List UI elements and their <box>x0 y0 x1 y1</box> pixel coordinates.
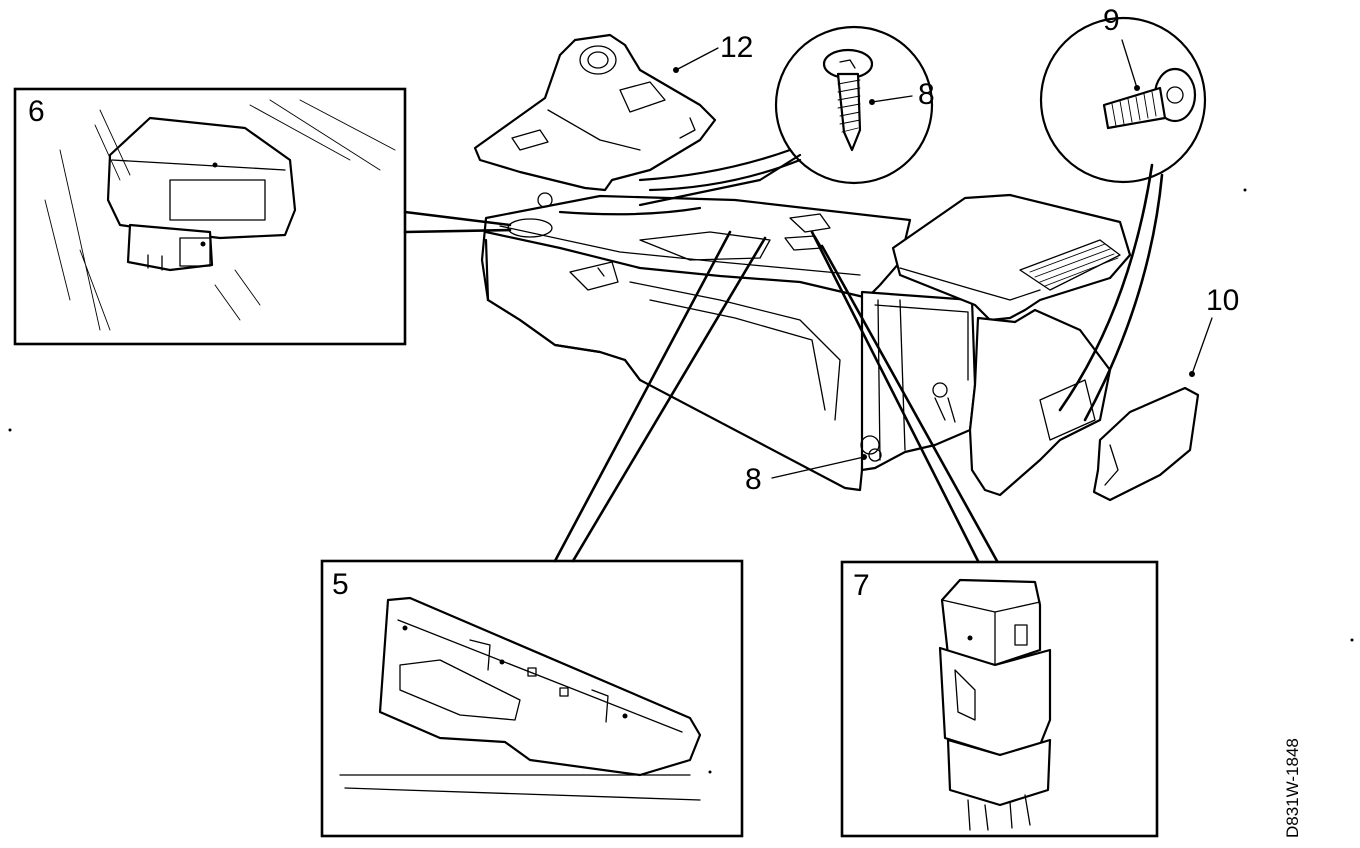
centre-console <box>480 192 977 492</box>
part-10-cover <box>1092 386 1200 502</box>
detail-7-connector <box>840 560 1159 838</box>
armrest-lid <box>891 193 1132 497</box>
detail-5-switch-pack <box>320 559 744 838</box>
callout-7: 7 <box>853 569 870 602</box>
callout-6: 6 <box>28 95 45 128</box>
detail-6-rocker-switch <box>13 87 407 346</box>
detail-8-screw <box>774 25 934 185</box>
callout-5: 5 <box>332 568 349 601</box>
figure-code: D831W-1848 <box>1283 738 1302 838</box>
callout-8-console: 8 <box>745 463 762 496</box>
detail-9-bolt <box>1039 16 1207 184</box>
leader-lines <box>403 39 1213 563</box>
callout-12: 12 <box>720 31 753 64</box>
part-12-switch-panel <box>473 33 717 192</box>
callout-9: 9 <box>1103 4 1120 37</box>
callout-10: 10 <box>1206 284 1239 317</box>
callout-8-screw: 8 <box>918 78 935 111</box>
